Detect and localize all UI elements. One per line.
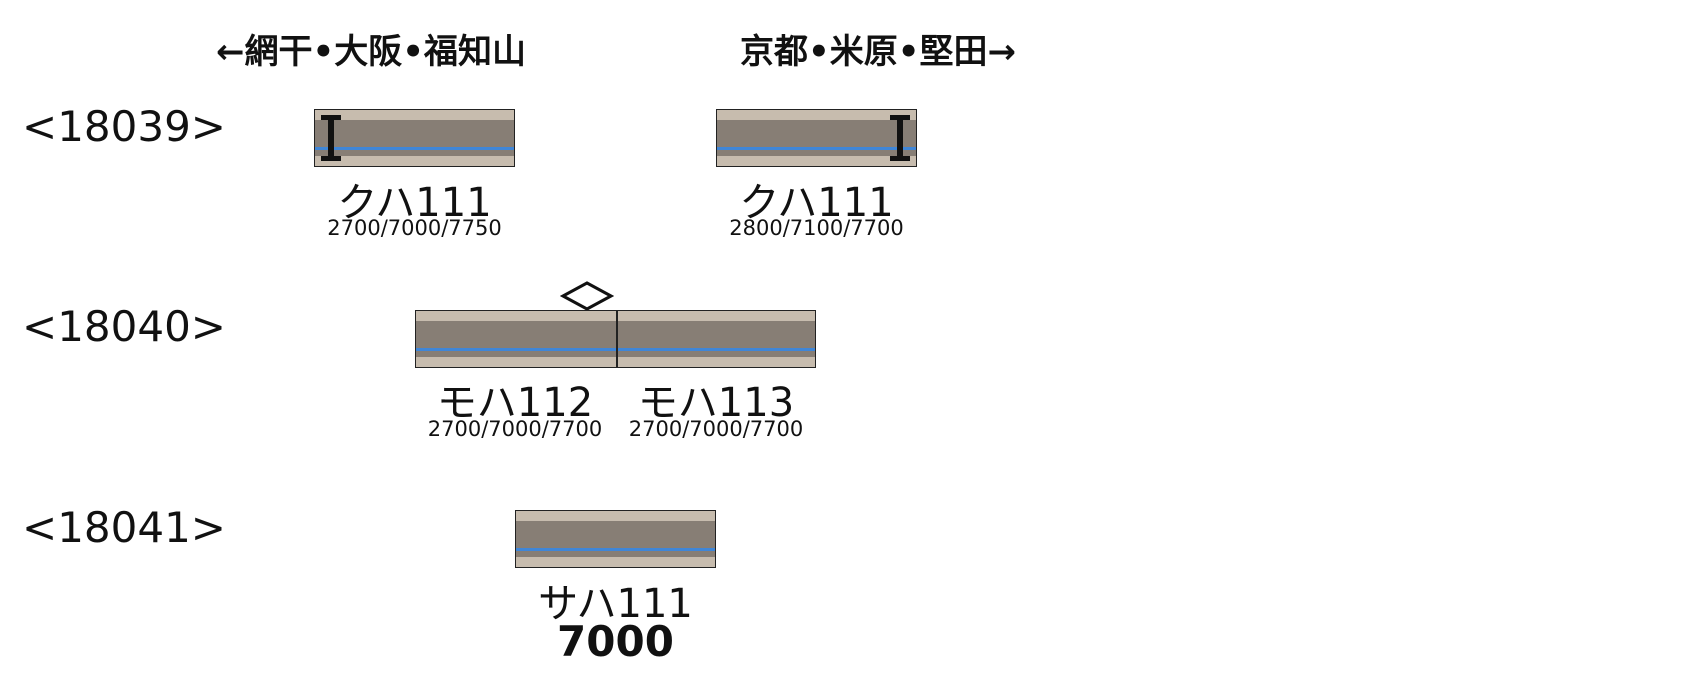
car-name: モハ112 (436, 380, 594, 426)
pantograph-icon (560, 281, 614, 311)
car-coupling (616, 311, 618, 367)
car-numbers: 2700/7000/7700 (427, 417, 603, 441)
car-numbers: 2700/7000/7750 (327, 216, 502, 240)
car-kuha111-right (716, 109, 917, 167)
car-band (717, 120, 916, 156)
car-numbers: 7000 (557, 617, 674, 666)
car-band (516, 521, 715, 557)
car-stripe (516, 548, 715, 551)
car-numbers: 2700/7000/7700 (628, 417, 804, 441)
car-name: モハ113 (637, 380, 795, 426)
car-name: サハ111 (538, 581, 693, 627)
car-stripe (717, 147, 916, 150)
car-kuha111-left (314, 109, 515, 167)
set-label-18041: <18041> (22, 503, 226, 552)
car-band (416, 321, 815, 357)
car-saha111 (515, 510, 716, 568)
cab-end-icon (890, 115, 910, 161)
set-label-18039: <18039> (22, 102, 226, 151)
car-numbers: 2800/7100/7700 (729, 216, 904, 240)
car-band (315, 120, 514, 156)
car-name: クハ111 (337, 180, 492, 226)
car-name: クハ111 (739, 180, 894, 226)
direction-right-label: 京都•米原•堅田→ (740, 32, 1016, 72)
car-stripe (416, 348, 815, 351)
car-stripe (315, 147, 514, 150)
set-label-18040: <18040> (22, 302, 226, 351)
car-moha112-moha113 (415, 310, 816, 368)
direction-left-label: ←網干•大阪•福知山 (216, 32, 526, 72)
cab-end-icon (321, 115, 341, 161)
